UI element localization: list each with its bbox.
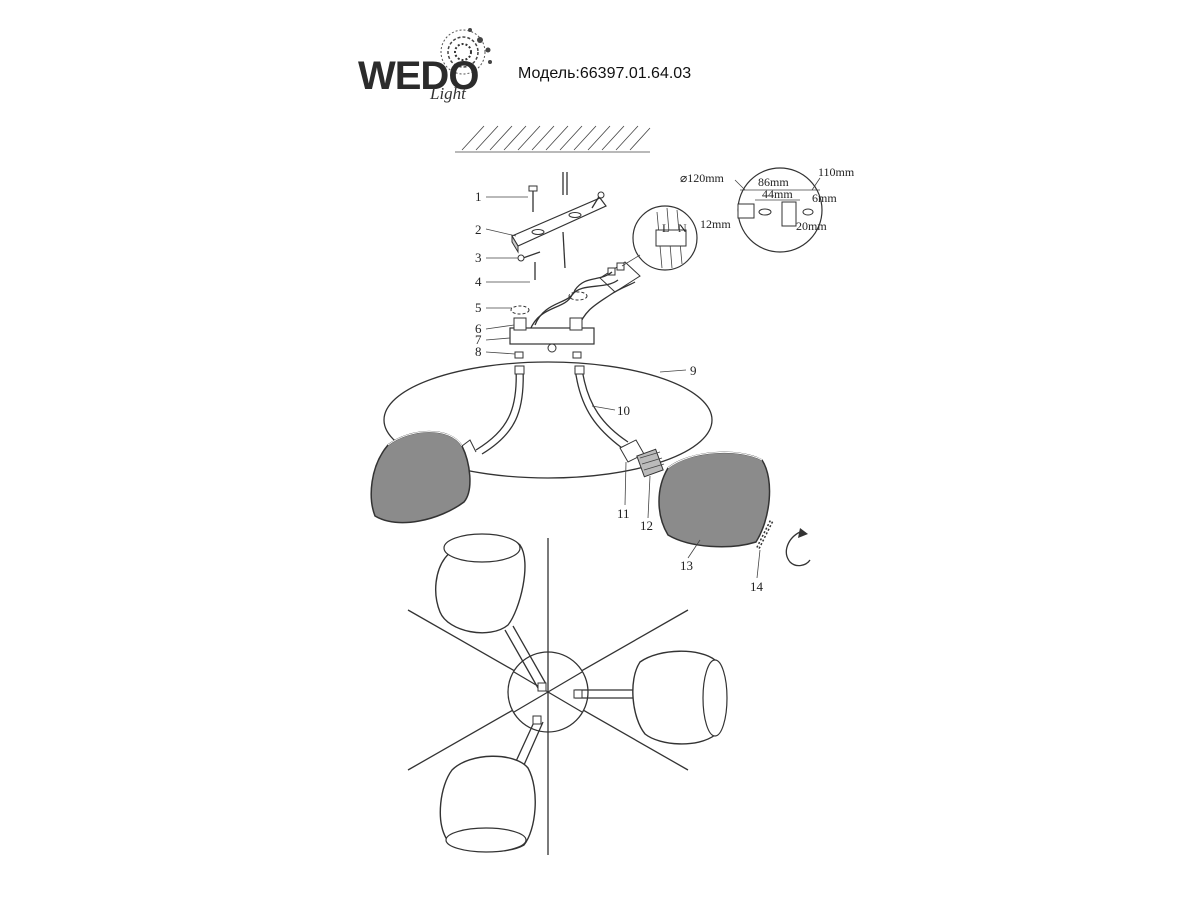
bulb-part: [756, 519, 774, 549]
lamp-socket: [619, 439, 665, 478]
dim-44: 44mm: [762, 187, 793, 201]
callout-12: 12: [640, 518, 653, 533]
dim-20: 20mm: [796, 219, 827, 233]
dim-110: 110mm: [818, 165, 855, 179]
callout-7: 7: [475, 332, 482, 347]
callout-8: 8: [475, 344, 482, 359]
mounting-bracket: [511, 172, 607, 280]
canopy-assembly: [509, 271, 636, 359]
callout-1: 1: [475, 189, 482, 204]
callout-11: 11: [617, 506, 630, 521]
callout-6: 6: [475, 321, 482, 336]
callout-2: 2: [475, 222, 482, 237]
callout-10: 10: [617, 403, 630, 418]
brand-sub: Light: [429, 84, 467, 103]
dim-6: 6mm: [812, 191, 837, 205]
terminal-n: N: [678, 221, 687, 235]
terminal-l: L: [662, 221, 669, 235]
shade-right: [658, 451, 771, 548]
dim-12: 12mm: [700, 217, 731, 231]
ring-frame: [383, 361, 713, 479]
dim-86: 86mm: [758, 175, 789, 189]
terminal-block: [599, 261, 641, 293]
callout-4: 4: [475, 274, 482, 289]
model-number: Модель:66397.01.64.03: [518, 65, 691, 82]
top-view: [407, 538, 689, 855]
callout-9: 9: [690, 363, 697, 378]
dim-diameter-120: ⌀120mm: [680, 171, 725, 185]
top-shade-2: [632, 650, 728, 745]
top-shade-1: [434, 533, 526, 634]
lamp-arms: [475, 365, 629, 455]
terminal-detail: L N: [621, 205, 698, 271]
callout-leaders: [485, 196, 761, 579]
ceiling-hatch: [455, 125, 651, 153]
shade-left: [370, 430, 477, 524]
brand-name: WEDO: [358, 54, 478, 98]
callout-labels: 1 2 3 4 5 6 7 8 9 10 11 12 13 14: [475, 189, 764, 594]
callout-3: 3: [475, 250, 482, 265]
callout-13: 13: [680, 558, 693, 573]
callout-14: 14: [750, 579, 764, 594]
callout-5: 5: [475, 300, 482, 315]
brand-logo: WEDO Light: [358, 28, 492, 103]
logo-swirl-icon: [440, 28, 492, 75]
top-shade-3: [439, 755, 536, 853]
dimension-detail: ⌀120mm 110mm 86mm 44mm 6mm 12mm 20mm: [680, 165, 855, 253]
rotate-arrow-icon: [785, 528, 811, 567]
